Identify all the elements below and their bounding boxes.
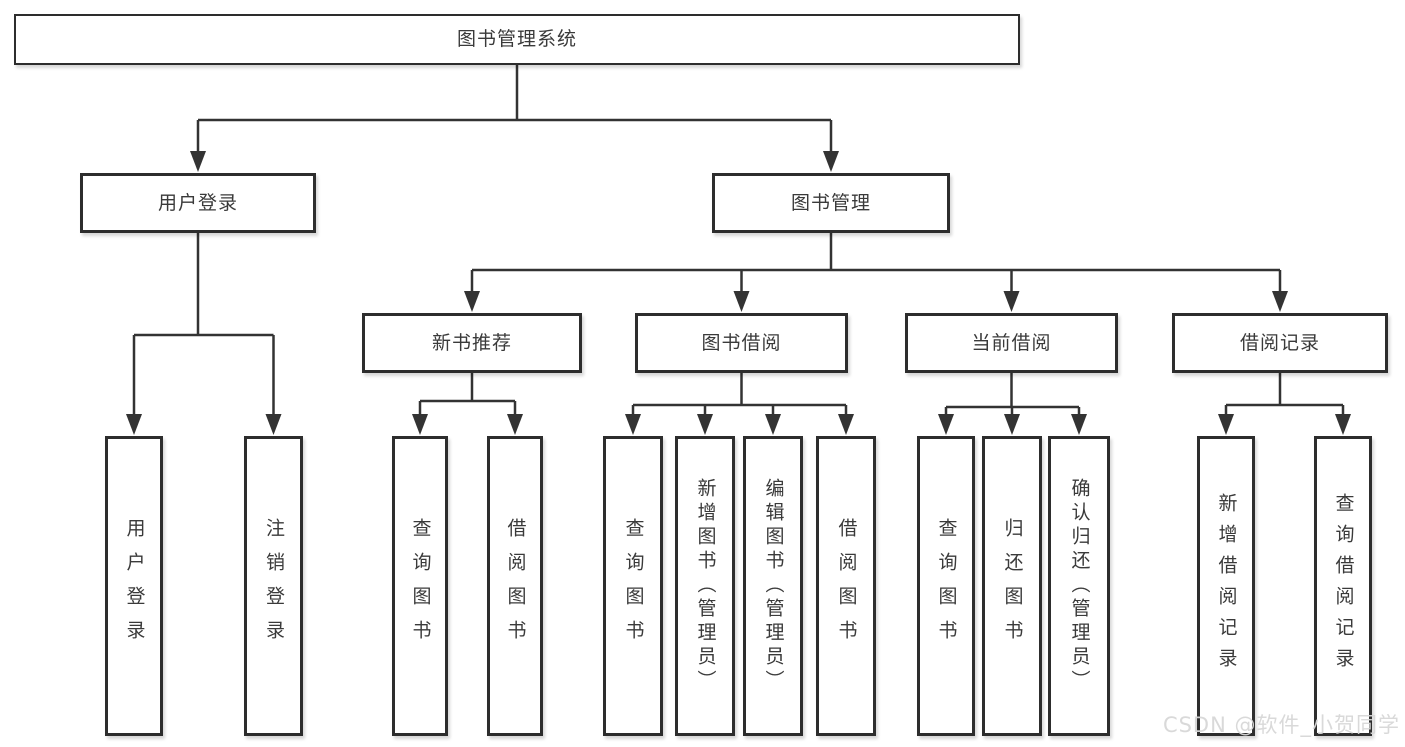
arrowhead-icon (1071, 414, 1087, 435)
node-book-mgmt: 图书管理 (712, 173, 950, 233)
node-label: 查询图书 (622, 518, 645, 654)
node-bb-query: 查询图书 (603, 436, 663, 736)
node-label: 编辑图书（管理员） (762, 478, 785, 694)
arrowhead-icon (412, 414, 428, 435)
arrowhead-icon (625, 414, 641, 435)
node-borrow-records: 借阅记录 (1172, 313, 1388, 373)
node-br-query: 查询借阅记录 (1314, 436, 1372, 736)
arrowhead-icon (507, 414, 523, 435)
node-leaf-user-login: 用户登录 (105, 436, 163, 736)
node-label: 查询图书 (409, 518, 432, 654)
arrowhead-icon (838, 414, 854, 435)
node-label: 新增借阅记录 (1215, 493, 1238, 679)
node-label: 注销登录 (263, 518, 285, 654)
arrowhead-icon (126, 414, 142, 435)
node-label: 新书推荐 (431, 331, 512, 354)
node-bb-edit: 编辑图书（管理员） (743, 436, 803, 736)
node-label: 图书管理 (790, 191, 871, 214)
node-label: 当前借阅 (971, 331, 1052, 354)
node-book-borrow: 图书借阅 (635, 313, 848, 373)
arrowhead-icon (1335, 414, 1351, 435)
node-nb-query: 查询图书 (392, 436, 448, 736)
node-user-login: 用户登录 (80, 173, 316, 233)
arrowhead-icon (1218, 414, 1234, 435)
node-label: 借阅图书 (504, 518, 527, 654)
node-label: 查询借阅记录 (1332, 493, 1355, 679)
node-label: 用户登录 (157, 191, 238, 214)
node-cb-return: 归还图书 (982, 436, 1042, 736)
node-current-borrow: 当前借阅 (905, 313, 1118, 373)
node-nb-borrow: 借阅图书 (487, 436, 543, 736)
node-cb-confirm: 确认归还（管理员） (1048, 436, 1110, 736)
node-label: 借阅图书 (835, 518, 858, 654)
arrowhead-icon (733, 291, 750, 312)
node-label: 归还图书 (1001, 518, 1024, 654)
arrowhead-icon (190, 151, 206, 172)
node-cb-query: 查询图书 (917, 436, 975, 736)
arrowhead-icon (697, 414, 713, 435)
arrowhead-icon (265, 414, 282, 435)
arrowhead-icon (464, 291, 480, 312)
node-label: 新增图书（管理员） (694, 478, 717, 694)
node-label: 图书管理系统 (456, 28, 577, 50)
node-leaf-logout: 注销登录 (244, 436, 303, 736)
node-label: 图书借阅 (701, 331, 782, 354)
arrowhead-icon (823, 151, 839, 172)
arrowhead-icon (765, 414, 781, 435)
node-bb-add: 新增图书（管理员） (675, 436, 735, 736)
node-label: 借阅记录 (1239, 331, 1320, 354)
arrowhead-icon (1272, 291, 1288, 312)
node-label: 查询图书 (935, 518, 958, 654)
node-label: 用户登录 (123, 518, 146, 654)
node-bb-borrow: 借阅图书 (816, 436, 876, 736)
arrowhead-icon (1004, 414, 1020, 435)
node-new-book-rec: 新书推荐 (362, 313, 582, 373)
node-root: 图书管理系统 (14, 14, 1020, 65)
node-br-add: 新增借阅记录 (1197, 436, 1255, 736)
arrowhead-icon (938, 414, 954, 435)
node-label: 确认归还（管理员） (1068, 478, 1091, 694)
arrowhead-icon (1003, 291, 1020, 312)
